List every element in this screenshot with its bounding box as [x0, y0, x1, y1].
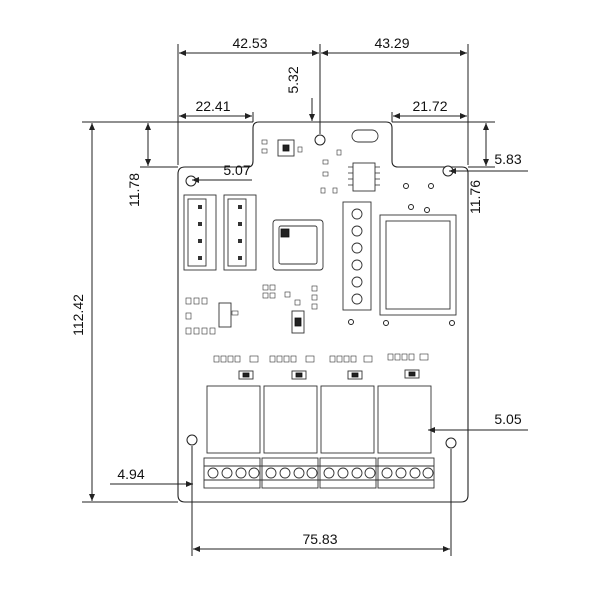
smd-pad — [320, 187, 326, 194]
dimension-hole-offset-vertical: 5.32 — [285, 66, 332, 123]
smd-pad — [322, 159, 329, 165]
smd-pad — [311, 285, 318, 292]
dim-label-notch-right: 21.72 — [412, 98, 447, 114]
dim-label-right-side-height: 11.76 — [467, 180, 483, 214]
relay-4 — [377, 385, 432, 454]
ic-chip — [352, 162, 376, 192]
terminal-block-vertical — [342, 201, 372, 311]
dim-label-hole-offset-vertical: 5.32 — [285, 66, 301, 93]
smd-pad — [269, 284, 276, 291]
dim-label-left-side-height: 11.78 — [126, 173, 142, 207]
dimension-overall-height: 112.42 — [70, 121, 253, 503]
dim-label-hole-right-y: 5.83 — [494, 151, 521, 167]
small-hole — [424, 207, 430, 213]
terminal-block-screws — [351, 208, 363, 305]
smd-pad — [261, 148, 268, 154]
smd-pad — [284, 291, 291, 298]
dim-label-bottom-hole-span: 75.83 — [302, 531, 337, 547]
header-pins — [198, 205, 242, 260]
small-hole — [383, 320, 389, 326]
smd-pad — [262, 292, 269, 299]
small-switch-core — [282, 144, 290, 152]
mounting-hole-bottom-left — [186, 434, 198, 446]
smd-pad — [311, 294, 318, 301]
smd-pad — [322, 171, 329, 177]
smd-pad — [311, 303, 318, 310]
dimension-notch-left: 22.41 — [179, 98, 254, 122]
component-layout — [183, 129, 457, 489]
dim-label-top-right-span: 43.29 — [374, 35, 409, 51]
relay-1 — [206, 385, 261, 454]
smd-pad — [262, 284, 269, 291]
dimension-right-side-height: 11.76 — [392, 121, 495, 214]
status-leds — [238, 369, 420, 380]
ic-chip-pins — [348, 166, 380, 186]
dimension-bottom-hole-left: 4.94 — [110, 466, 193, 487]
smd-pad — [261, 139, 268, 145]
mounting-hole-bottom-right — [445, 437, 457, 449]
relay-3 — [320, 385, 375, 454]
dimension-bottom-hole-span: 75.83 — [191, 446, 452, 556]
dimension-hole-left-x: 5.07 — [192, 162, 252, 183]
dimension-hole-right-y: 5.83 — [449, 151, 528, 174]
terminal-block-mount-hole — [348, 319, 354, 325]
dim-label-top-left-span: 42.53 — [232, 35, 267, 51]
smd-pad — [332, 187, 338, 194]
smd-group-left — [185, 297, 239, 335]
header-connector-left-inner — [187, 198, 207, 267]
smd-pad — [269, 292, 276, 299]
mounting-hole-top-center — [314, 134, 326, 146]
dim-label-hole-left-x: 5.07 — [223, 162, 250, 178]
dim-label-overall-height: 112.42 — [70, 294, 86, 336]
small-hole — [449, 320, 455, 326]
bottom-terminal-blocks — [203, 457, 435, 489]
dimension-top-right-span: 43.29 — [321, 35, 469, 165]
small-hole — [403, 183, 409, 189]
dimension-notch-right: 21.72 — [391, 98, 467, 122]
wireless-module-chip — [280, 228, 290, 238]
dim-label-notch-left: 22.41 — [195, 98, 230, 114]
smd-pad — [336, 149, 342, 156]
small-hole — [428, 183, 434, 189]
mounting-hole-top-left — [185, 175, 197, 187]
small-hole — [408, 204, 414, 210]
dim-label-bottom-hole-right: 5.05 — [494, 411, 521, 427]
dim-label-bottom-hole-left: 4.94 — [117, 466, 144, 482]
fuse-core — [294, 317, 302, 327]
power-module-inner — [385, 220, 451, 310]
usb-c-connector — [351, 129, 379, 143]
smd-pad — [294, 299, 301, 306]
dimension-bottom-hole-right: 5.05 — [428, 411, 528, 433]
header-connector-right-inner — [227, 198, 247, 267]
smd-pad — [297, 146, 303, 153]
dimension-top-left-span: 42.53 — [177, 35, 321, 165]
relay-driver-pads — [213, 353, 429, 363]
relay-2 — [263, 385, 318, 454]
